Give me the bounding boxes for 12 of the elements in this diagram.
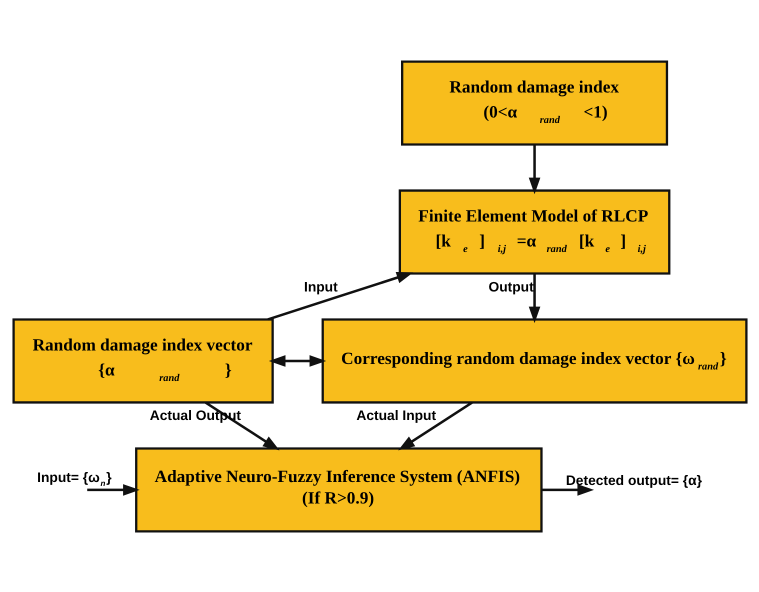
arrow [86,484,140,496]
node-box: Adaptive Neuro-Fuzzy Inference System (ANFIS) (If R>0.9) [134,446,542,532]
arrow [528,144,540,194]
arrow [528,273,540,323]
arrow [398,400,472,450]
arrow [266,272,413,320]
arrow [541,484,594,496]
edge-label: Output [488,278,534,294]
edge-label: Actual Input [356,406,436,423]
edge-label: Input [303,278,338,294]
edge-label: Detected output= {α} [565,471,702,488]
arrow [268,354,326,366]
